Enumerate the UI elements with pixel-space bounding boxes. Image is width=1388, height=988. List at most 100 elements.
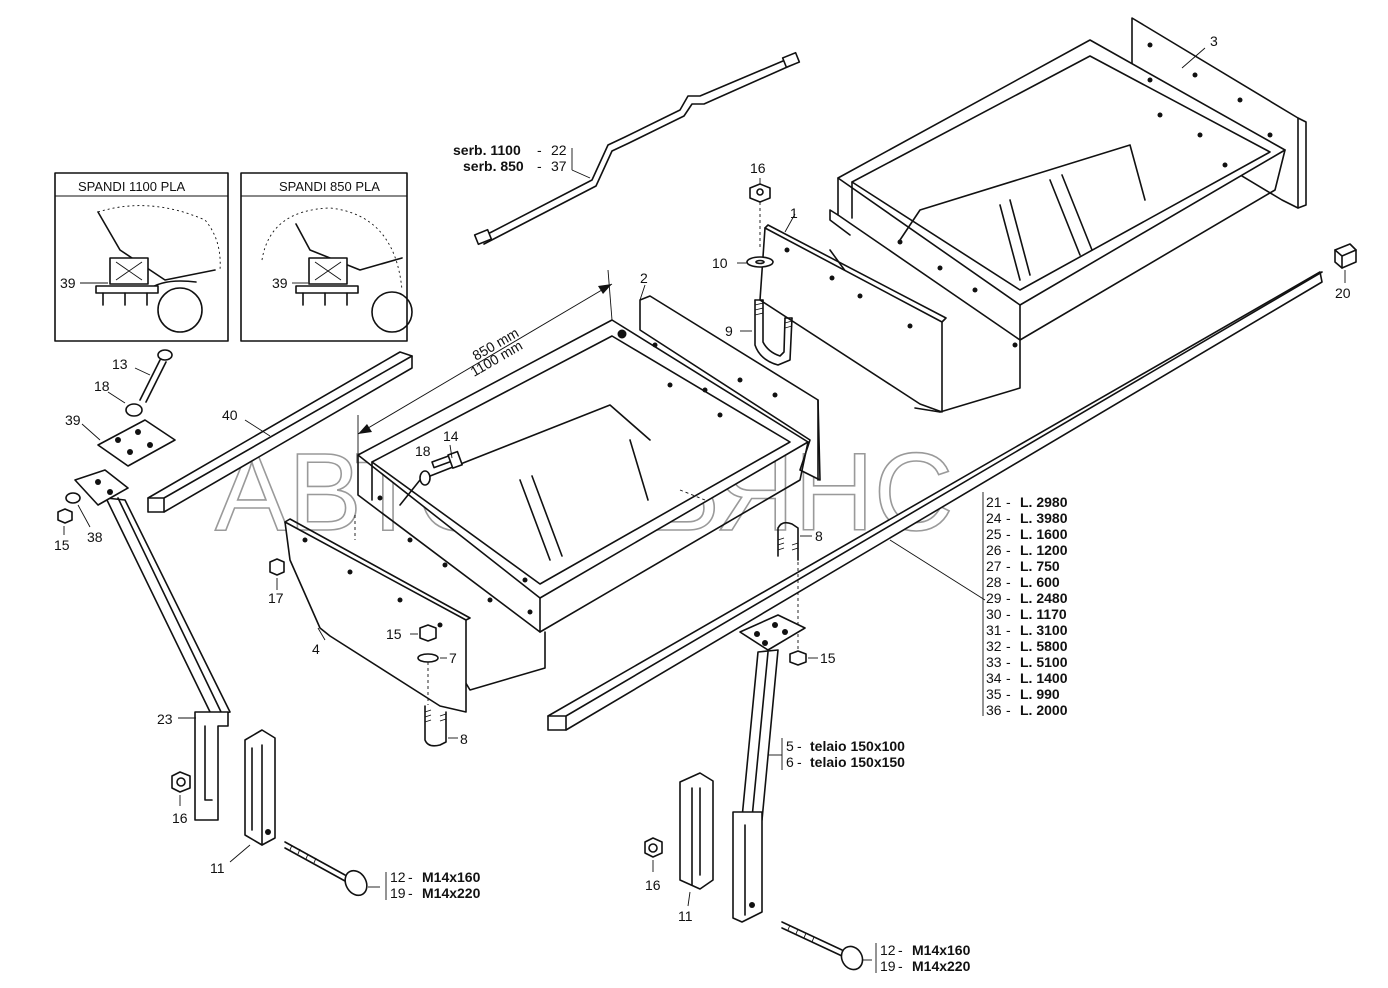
callout-16: 16: [172, 810, 188, 826]
frame-number: 6: [786, 754, 794, 770]
part-hopper-center: 2: [357, 270, 821, 691]
svg-text:-: -: [1006, 542, 1011, 558]
part-rod-22-37: serb. 1100 - 22 serb. 850 - 37: [453, 51, 801, 246]
inset-title: SPANDI 850 PLA: [279, 179, 380, 194]
inset-callout: 39: [60, 275, 76, 291]
callout-3: 3: [1210, 33, 1218, 49]
callout-10: 10: [712, 255, 728, 271]
hardware-ubolt-8: 8 15: [777, 521, 836, 666]
svg-text:-: -: [1006, 638, 1011, 654]
part-long-tube: [547, 271, 1323, 731]
callout-18: 18: [415, 443, 431, 459]
svg-text:-: -: [1006, 494, 1011, 510]
hardware-top: 16 10 9: [712, 160, 793, 366]
length-value: L. 3100: [1020, 622, 1068, 638]
serb-label: serb. 1100: [453, 142, 521, 158]
frame-number: 5: [786, 738, 794, 754]
inset-spandi-850: SPANDI 850 PLA 39: [240, 172, 413, 342]
bolt-number: 19: [880, 958, 896, 974]
svg-text:-: -: [898, 942, 903, 958]
inset-callout: 39: [272, 275, 288, 291]
length-number: 31: [986, 622, 1002, 638]
svg-text:-: -: [797, 738, 802, 754]
length-number: 35: [986, 686, 1002, 702]
length-number: 21: [986, 494, 1002, 510]
frame-value: telaio 150x150: [810, 754, 905, 770]
length-value: L. 1170: [1020, 606, 1067, 622]
serb-number: 37: [551, 158, 567, 174]
callout-4: 4: [312, 641, 320, 657]
length-value: L. 2980: [1020, 494, 1068, 510]
svg-text:-: -: [898, 958, 903, 974]
length-value: L. 5100: [1020, 654, 1068, 670]
callout-2: 2: [640, 270, 648, 286]
length-value: L. 990: [1020, 686, 1060, 702]
callout-15: 15: [386, 626, 402, 642]
callout-38: 38: [87, 529, 103, 545]
callout-16: 16: [645, 877, 661, 893]
bolt-list-right: 12 - M14x160 19 - M14x220: [880, 942, 971, 974]
serb-number: 22: [551, 142, 567, 158]
svg-text:-: -: [1006, 670, 1011, 686]
svg-text:-: -: [1006, 590, 1011, 606]
length-number: 27: [986, 558, 1002, 574]
length-value: L. 3980: [1020, 510, 1068, 526]
svg-text:-: -: [1006, 622, 1011, 638]
part-plate-4: 4 17 15 7 8: [268, 518, 471, 747]
svg-text:-: -: [1006, 558, 1011, 574]
frame-list: 5 - telaio 150x100 6 - telaio 150x150: [768, 738, 905, 770]
callout-9: 9: [725, 323, 733, 339]
callout-15: 15: [820, 650, 836, 666]
bolt-value: M14x220: [422, 885, 481, 901]
bolt-number: 19: [390, 885, 406, 901]
callout-7: 7: [449, 650, 457, 666]
part-leg-left: 23 11 16 13 18 39 15 38: [54, 349, 387, 900]
svg-text:-: -: [1006, 702, 1011, 718]
length-value: L. 2480: [1020, 590, 1068, 606]
length-number: 32: [986, 638, 1002, 654]
bolt-value: M14x160: [422, 869, 481, 885]
svg-text:-: -: [408, 869, 413, 885]
length-value: L. 600: [1020, 574, 1060, 590]
callout-16: 16: [750, 160, 766, 176]
callout-1: 1: [790, 205, 798, 221]
svg-text:-: -: [1006, 606, 1011, 622]
callout-23: 23: [157, 711, 173, 727]
part-hopper-right: 3: [829, 17, 1307, 413]
bolt-number: 12: [880, 942, 896, 958]
callout-15: 15: [54, 537, 70, 553]
length-value: L. 1200: [1020, 542, 1068, 558]
length-number: 33: [986, 654, 1002, 670]
part-leg-right: 11 16: [644, 614, 877, 973]
callout-39: 39: [65, 412, 81, 428]
length-value: L. 1600: [1020, 526, 1068, 542]
callout-8: 8: [815, 528, 823, 544]
length-number: 24: [986, 510, 1002, 526]
inset-spandi-1100: SPANDI 1100 PLA 39: [54, 172, 229, 342]
svg-text:-: -: [537, 158, 542, 174]
svg-text:-: -: [537, 142, 542, 158]
callout-20: 20: [1335, 285, 1351, 301]
bolt-value: M14x160: [912, 942, 971, 958]
svg-text:-: -: [797, 754, 802, 770]
svg-text:-: -: [1006, 574, 1011, 590]
svg-text:-: -: [1006, 526, 1011, 542]
part-cap-20: 20: [1334, 243, 1357, 301]
length-value: L. 5800: [1020, 638, 1068, 654]
length-number: 29: [986, 590, 1002, 606]
length-number: 34: [986, 670, 1002, 686]
bolt-list-left: 12 - M14x160 19 - M14x220: [390, 869, 481, 901]
length-number: 25: [986, 526, 1002, 542]
length-number: 28: [986, 574, 1002, 590]
callout-11: 11: [210, 860, 225, 876]
part-plate-1: 1: [759, 205, 947, 413]
length-value: L. 750: [1020, 558, 1060, 574]
frame-value: telaio 150x100: [810, 738, 905, 754]
inset-title: SPANDI 1100 PLA: [78, 179, 186, 194]
hardware-bolt-14: 18 14: [354, 428, 706, 540]
length-number: 30: [986, 606, 1002, 622]
part-tube-40: 40: [147, 351, 413, 513]
callout-18: 18: [94, 378, 110, 394]
